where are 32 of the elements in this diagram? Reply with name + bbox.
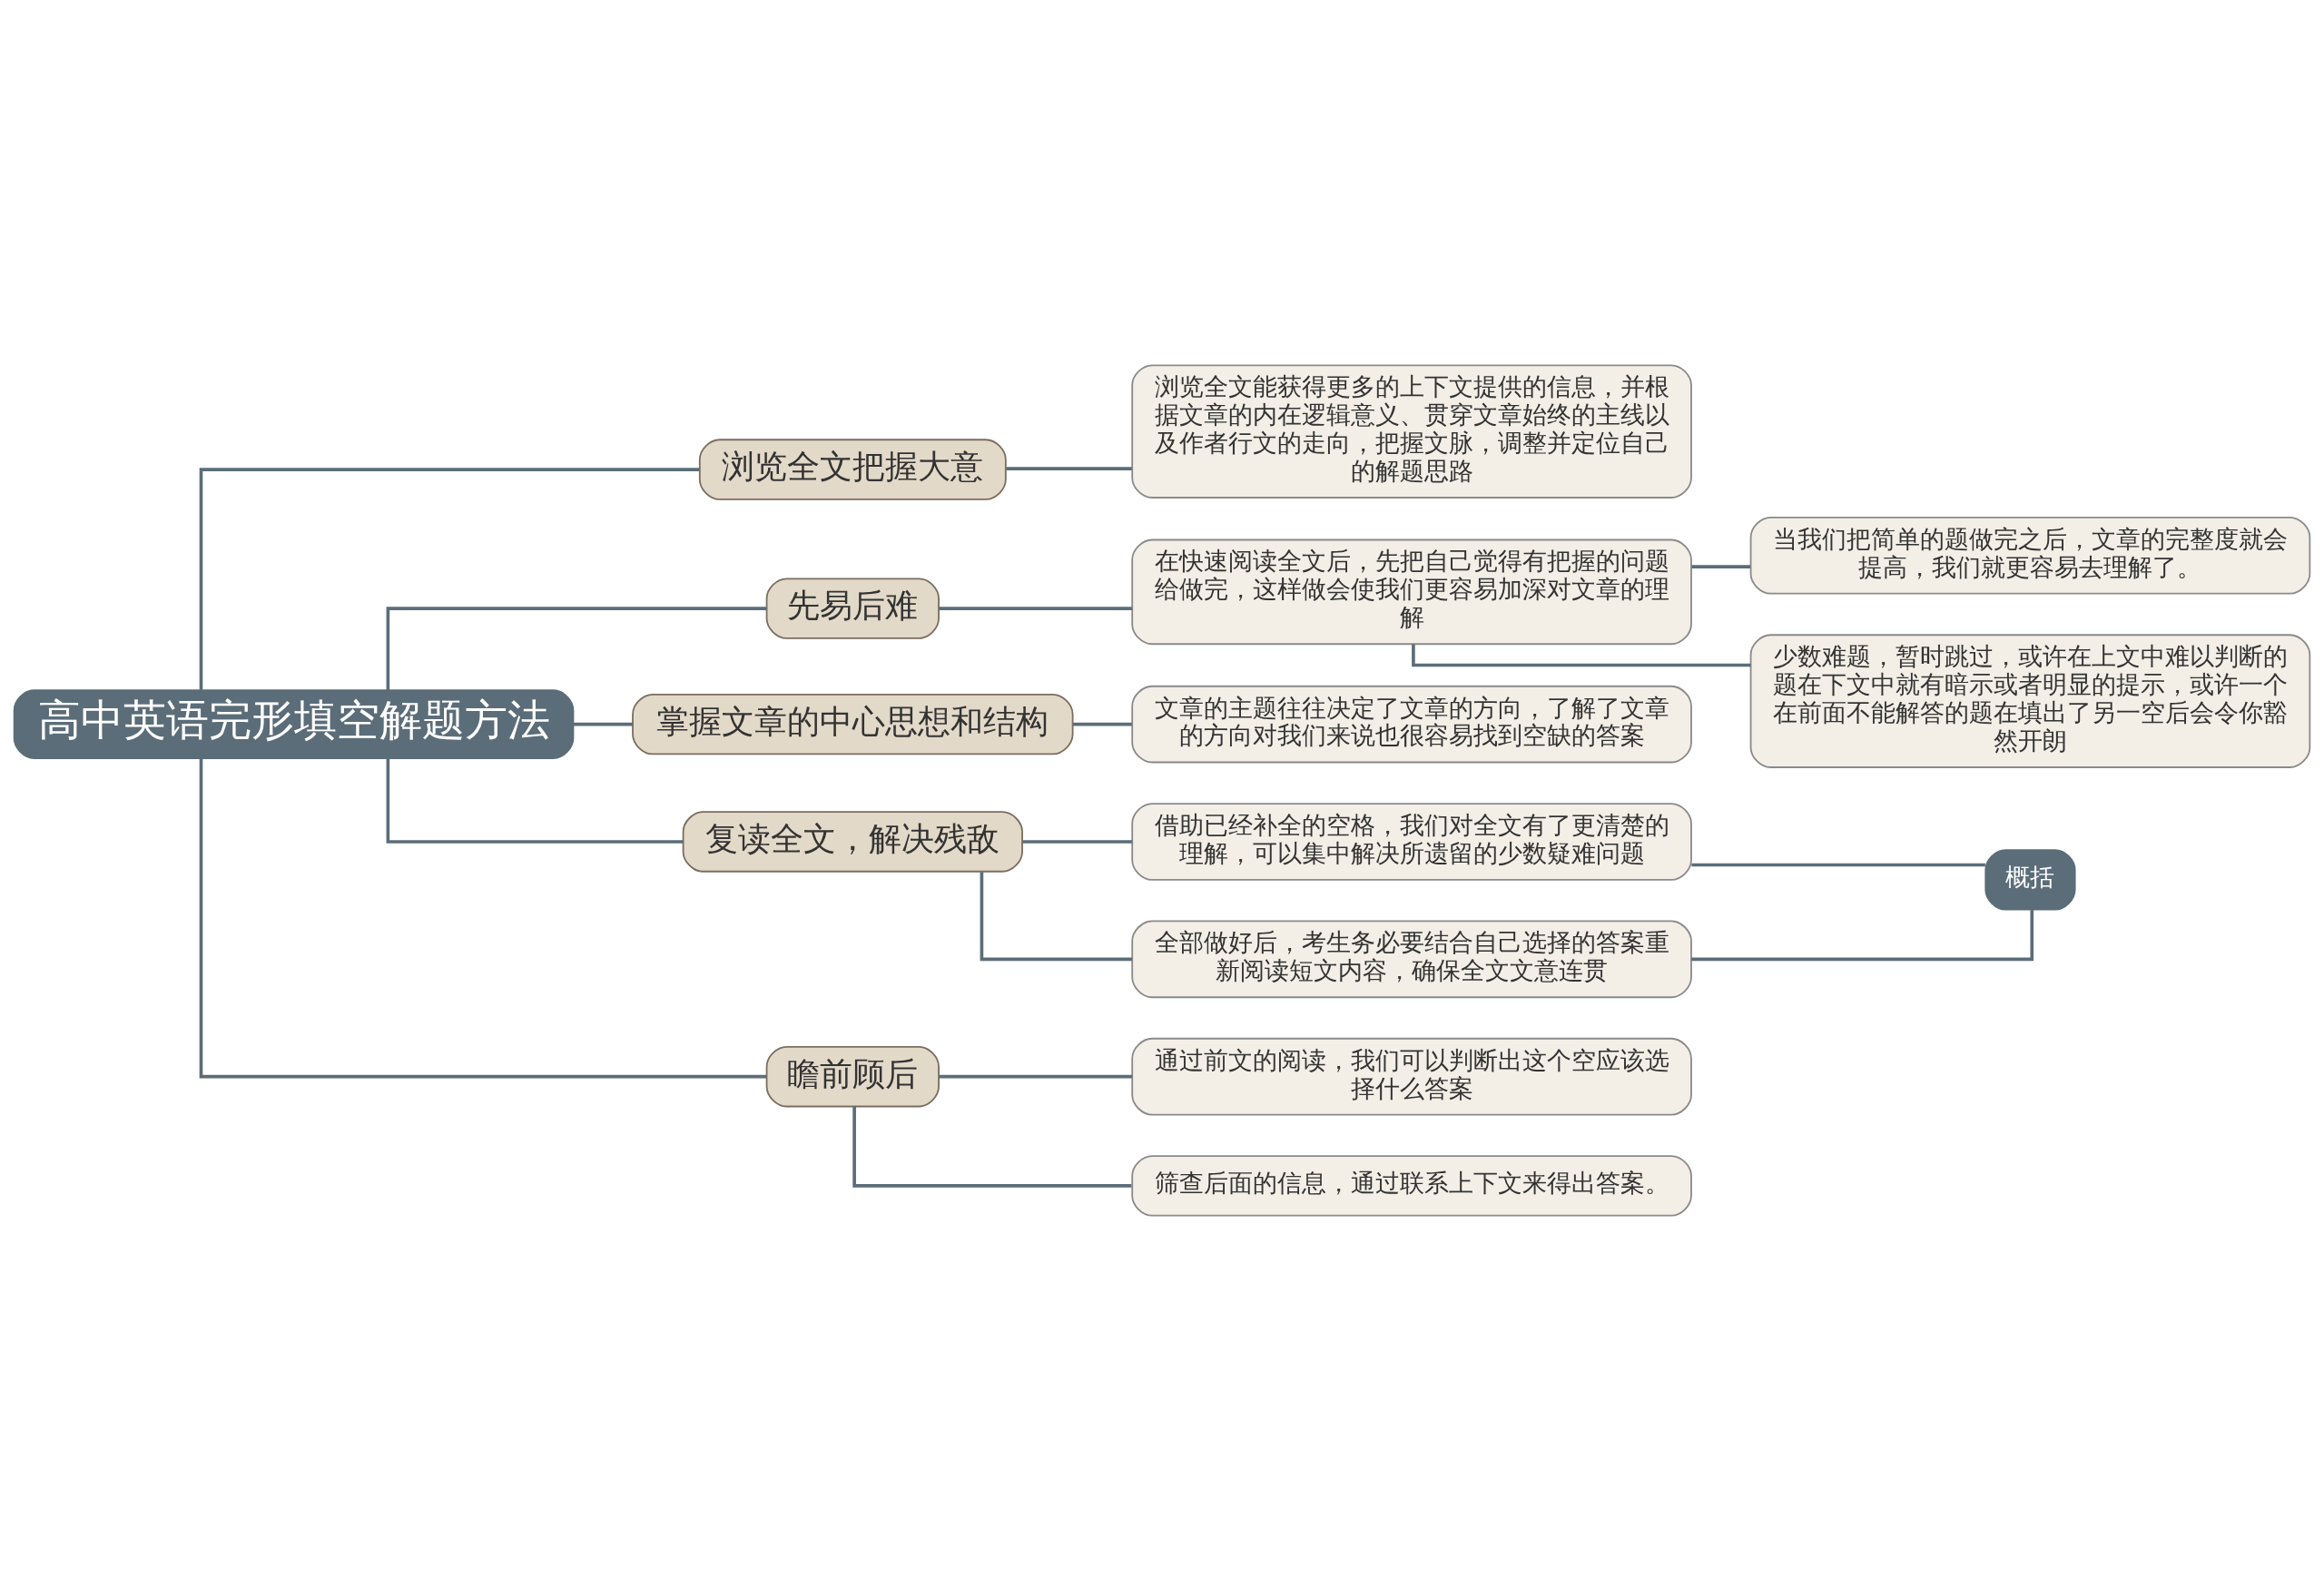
node-box: 概括 bbox=[1984, 848, 2076, 911]
node-box: 瞻前顾后 bbox=[765, 1045, 940, 1107]
node-box: 浏览全文把握大意 bbox=[698, 438, 1007, 500]
node-box: 少数难题，暂时跳过，或许在上文中难以判断的题在下文中就有暗示或者明显的提示，或许一个在前面不能解答的题在填出了另一空后会令你豁然开朗 bbox=[1749, 633, 2311, 768]
connector bbox=[386, 606, 767, 690]
connector bbox=[939, 1074, 1133, 1078]
connector bbox=[1691, 909, 2034, 961]
node-box: 当我们把简单的题做完之后，文章的完整度就会提高，我们就更容易去理解了。 bbox=[1749, 516, 2311, 595]
node-box: 通过前文的阅读，我们可以判断出这个空应该选择什么答案 bbox=[1131, 1037, 1692, 1115]
connector bbox=[199, 758, 766, 1078]
connector bbox=[1006, 466, 1132, 470]
connector bbox=[852, 1106, 1132, 1188]
connector bbox=[1691, 564, 1751, 568]
connector bbox=[980, 871, 1133, 961]
node-box: 复读全文，解决残敌 bbox=[682, 810, 1023, 873]
node-box: 全部做好后，考生务必要结合自己选择的答案重新阅读短文内容，确保全文文意连贯 bbox=[1131, 920, 1692, 998]
node-box: 借助已经补全的空格，我们对全文有了更清楚的理解，可以集中解决所遗留的少数疑难问题 bbox=[1131, 802, 1692, 881]
node-box: 先易后难 bbox=[765, 577, 940, 639]
node-box: 在快速阅读全文后，先把自己觉得有把握的问题给做完，这样做会使我们更容易加深对文章的理解 bbox=[1131, 538, 1692, 645]
node-box: 掌握文章的中心思想和结构 bbox=[632, 693, 1074, 755]
node-box: 高中英语完形填空解题方法 bbox=[13, 688, 575, 759]
connector bbox=[386, 757, 684, 844]
node-box: 文章的主题往往决定了文章的方向，了解了文章的方向对我们来说也很容易找到空缺的答案 bbox=[1131, 685, 1692, 763]
connector bbox=[1072, 722, 1132, 726]
node-box: 浏览全文能获得更多的上下文提供的信息，并根据文章的内在逻辑意义、贯穿文章始终的主线以及作者行文的走向，把握文脉，调整并定位自己的解题思路 bbox=[1131, 363, 1692, 499]
connector bbox=[939, 606, 1133, 610]
connector bbox=[1691, 863, 1985, 866]
connector bbox=[1022, 839, 1133, 844]
connector bbox=[199, 467, 700, 690]
connector bbox=[1412, 644, 1751, 667]
connector bbox=[573, 722, 633, 726]
node-box: 筛查后面的信息，通过联系上下文来得出答案。 bbox=[1131, 1154, 1692, 1217]
